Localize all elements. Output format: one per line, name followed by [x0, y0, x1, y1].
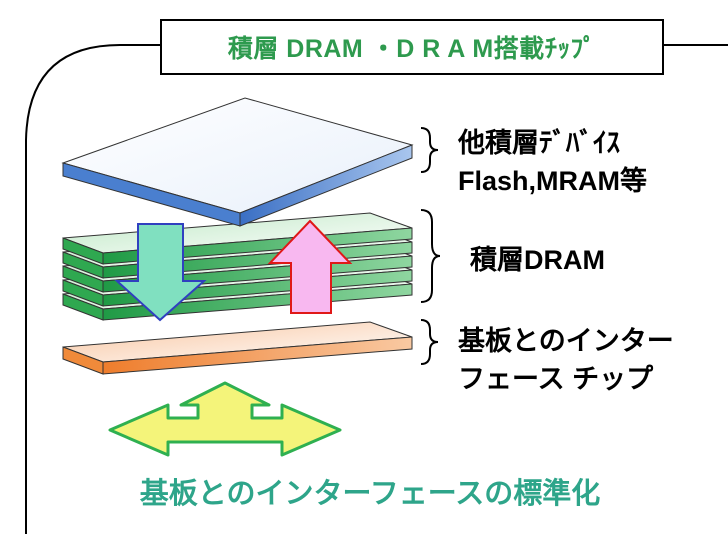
brace-icon — [420, 209, 441, 303]
brace-icon — [420, 319, 439, 365]
interface-chip-label-line-1: 基板とのインター — [458, 326, 674, 356]
outer-frame — [25, 44, 728, 534]
footer-caption: 基板とのインターフェースの標準化 — [139, 478, 601, 510]
title-box: 積層 DRAM ・D R A M搭載ﾁｯﾌﾟ — [160, 19, 664, 75]
interface-chip-label: 基板とのインター フェース チップ — [458, 322, 674, 398]
diagram-title: 積層 DRAM ・D R A M搭載ﾁｯﾌﾟ — [227, 35, 597, 63]
bidirectional-arrow-icon — [108, 381, 342, 457]
other-devices-label-line-2: Flash,MRAM等 — [458, 166, 647, 196]
up-arrow-icon — [267, 219, 353, 314]
down-arrow-icon — [114, 223, 207, 322]
other-devices-layer — [61, 97, 414, 227]
interface-chip-layer — [62, 321, 413, 375]
interface-chip-label-line-2: フェース チップ — [458, 364, 654, 394]
stacked-dram-label: 積層DRAM — [470, 245, 605, 275]
other-devices-label-line-1: 他積層ﾃﾞﾊﾞｲｽ — [458, 128, 620, 158]
other-devices-label: 他積層ﾃﾞﾊﾞｲｽ Flash,MRAM等 — [458, 124, 647, 200]
brace-icon — [420, 127, 439, 173]
